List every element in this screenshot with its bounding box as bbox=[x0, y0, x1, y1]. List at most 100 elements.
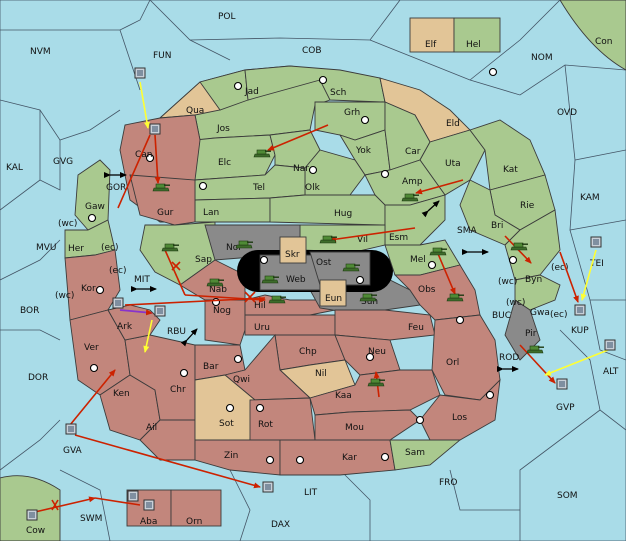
land-label-hug: Hug bbox=[334, 209, 352, 219]
coast-label-kor-ec: (ec) bbox=[109, 266, 127, 276]
sc-grh bbox=[360, 115, 370, 125]
sc-hel bbox=[488, 67, 498, 77]
sea-label-tei: TEI bbox=[589, 259, 604, 269]
land-label-her: Her bbox=[68, 244, 84, 254]
fleet-can[interactable] bbox=[149, 123, 161, 135]
supply-centers bbox=[87, 67, 518, 465]
sea-label-gor: GOR bbox=[106, 183, 126, 193]
fleet-fun[interactable] bbox=[134, 67, 146, 79]
order-gva-ken bbox=[69, 369, 116, 426]
land-label-chr: Chr bbox=[170, 385, 186, 395]
land-label-uru: Uru bbox=[254, 323, 270, 333]
order-uta-amp bbox=[415, 179, 464, 195]
purple-orders bbox=[119, 309, 153, 316]
order-tei-kup bbox=[559, 251, 579, 303]
fleet-alt[interactable] bbox=[604, 339, 616, 351]
land-label-eld: Eld bbox=[446, 119, 460, 129]
land-label-jos: Jos bbox=[216, 124, 230, 134]
region-eun[interactable] bbox=[319, 279, 347, 307]
sea-label-mvu: MVU bbox=[36, 243, 57, 253]
region-cow[interactable] bbox=[0, 475, 61, 541]
land-label-ken: Ken bbox=[113, 389, 130, 399]
land-label-kaa: Kaa bbox=[335, 391, 352, 401]
land-label-rie: Rie bbox=[520, 201, 535, 211]
sc-kor bbox=[95, 285, 105, 295]
land-label-obs: Obs bbox=[418, 285, 436, 295]
sc-ost bbox=[355, 275, 365, 285]
order-alt-gvp bbox=[544, 349, 609, 376]
fleet-aba-2[interactable] bbox=[143, 499, 155, 511]
coast-label-byn-ec: (ec) bbox=[551, 263, 569, 273]
region-kar[interactable] bbox=[279, 439, 396, 476]
sea-label-sma: SMA bbox=[457, 226, 477, 236]
land-label-group: Jad Sch Qua Grh Eld Jos Can Yok Car Uta … bbox=[68, 40, 550, 527]
order-swm-x2 bbox=[51, 499, 59, 511]
sea-label-gvg: GVG bbox=[53, 157, 73, 167]
land-label-kar: Kar bbox=[342, 453, 357, 463]
land-label-sam: Sam bbox=[405, 448, 425, 458]
region-hug[interactable] bbox=[269, 194, 386, 226]
land-label-elf: Elf bbox=[425, 40, 437, 50]
land-label-los: Los bbox=[452, 413, 467, 423]
sc-can bbox=[145, 153, 155, 163]
northern-territories bbox=[158, 65, 561, 281]
sea-label-cow: Cow bbox=[26, 526, 45, 536]
land-label-mou: Mou bbox=[345, 423, 364, 433]
order-ark-convoy bbox=[119, 309, 153, 316]
sc-sch bbox=[318, 75, 328, 85]
land-label-sot: Sot bbox=[219, 419, 234, 429]
fleet-gva[interactable] bbox=[65, 423, 77, 435]
fleet-cow[interactable] bbox=[26, 509, 38, 521]
land-label-sap: Sap bbox=[195, 255, 212, 265]
order-ark-rbu bbox=[143, 319, 153, 353]
sea-label-kal: KAL bbox=[6, 163, 23, 173]
region-ost[interactable] bbox=[309, 251, 371, 286]
sea-label-swm: SWM bbox=[80, 514, 102, 524]
land-label-esm: Esm bbox=[389, 233, 408, 243]
fleet-lit[interactable] bbox=[262, 481, 274, 493]
order-hil-x2 bbox=[244, 291, 256, 303]
region-gur[interactable] bbox=[129, 174, 196, 226]
fleet-rbu[interactable] bbox=[154, 305, 166, 317]
fleet-kup[interactable] bbox=[574, 304, 586, 316]
sc-sot bbox=[225, 403, 235, 413]
fleet-tei[interactable] bbox=[590, 236, 602, 248]
sea-label-gvp: GVP bbox=[556, 403, 575, 413]
region-orn[interactable] bbox=[170, 489, 222, 527]
region-sam[interactable] bbox=[389, 439, 462, 471]
land-label-hil: Hil bbox=[254, 301, 266, 311]
fleet-gvp[interactable] bbox=[556, 378, 568, 390]
land-label-gur: Gur bbox=[157, 208, 174, 218]
land-label-aba: Aba bbox=[140, 517, 157, 527]
fleet-aba[interactable] bbox=[127, 490, 139, 502]
region-hel[interactable] bbox=[453, 17, 501, 53]
land-label-amp: Amp bbox=[402, 177, 423, 187]
land-label-chp: Chp bbox=[299, 347, 317, 357]
coast-label-her-ec: (ec) bbox=[101, 243, 119, 253]
land-label-tel: Tel bbox=[252, 183, 265, 193]
sea-label-nom: NOM bbox=[531, 53, 553, 63]
land-label-grh: Grh bbox=[344, 108, 360, 118]
land-label-rot: Rot bbox=[258, 420, 273, 430]
region-skr[interactable] bbox=[279, 236, 307, 264]
coast-label-gwa-ec: (ec) bbox=[550, 310, 568, 320]
region-elc[interactable] bbox=[194, 134, 276, 181]
land-label-pir: Pir bbox=[525, 329, 537, 339]
land-label-vil: Vil bbox=[357, 235, 368, 245]
sea-label-mit: MIT bbox=[134, 275, 150, 285]
sea-label-gva: GVA bbox=[63, 446, 83, 456]
fleet-ark[interactable] bbox=[112, 297, 124, 309]
land-label-eun: Eun bbox=[325, 294, 342, 304]
sea-label-ovd: OVD bbox=[557, 108, 577, 118]
sea-label-cob: COB bbox=[302, 46, 322, 56]
sea-label-buc: BUC bbox=[492, 311, 511, 321]
order-can-gur bbox=[154, 134, 161, 184]
region-elf[interactable] bbox=[409, 17, 455, 53]
land-label-lan: Lan bbox=[203, 208, 219, 218]
land-label-nar: Nar bbox=[293, 164, 309, 174]
sc-rot bbox=[255, 403, 265, 413]
land-label-sun: Sun bbox=[361, 297, 378, 307]
land-label-jad: Jad bbox=[244, 87, 259, 97]
